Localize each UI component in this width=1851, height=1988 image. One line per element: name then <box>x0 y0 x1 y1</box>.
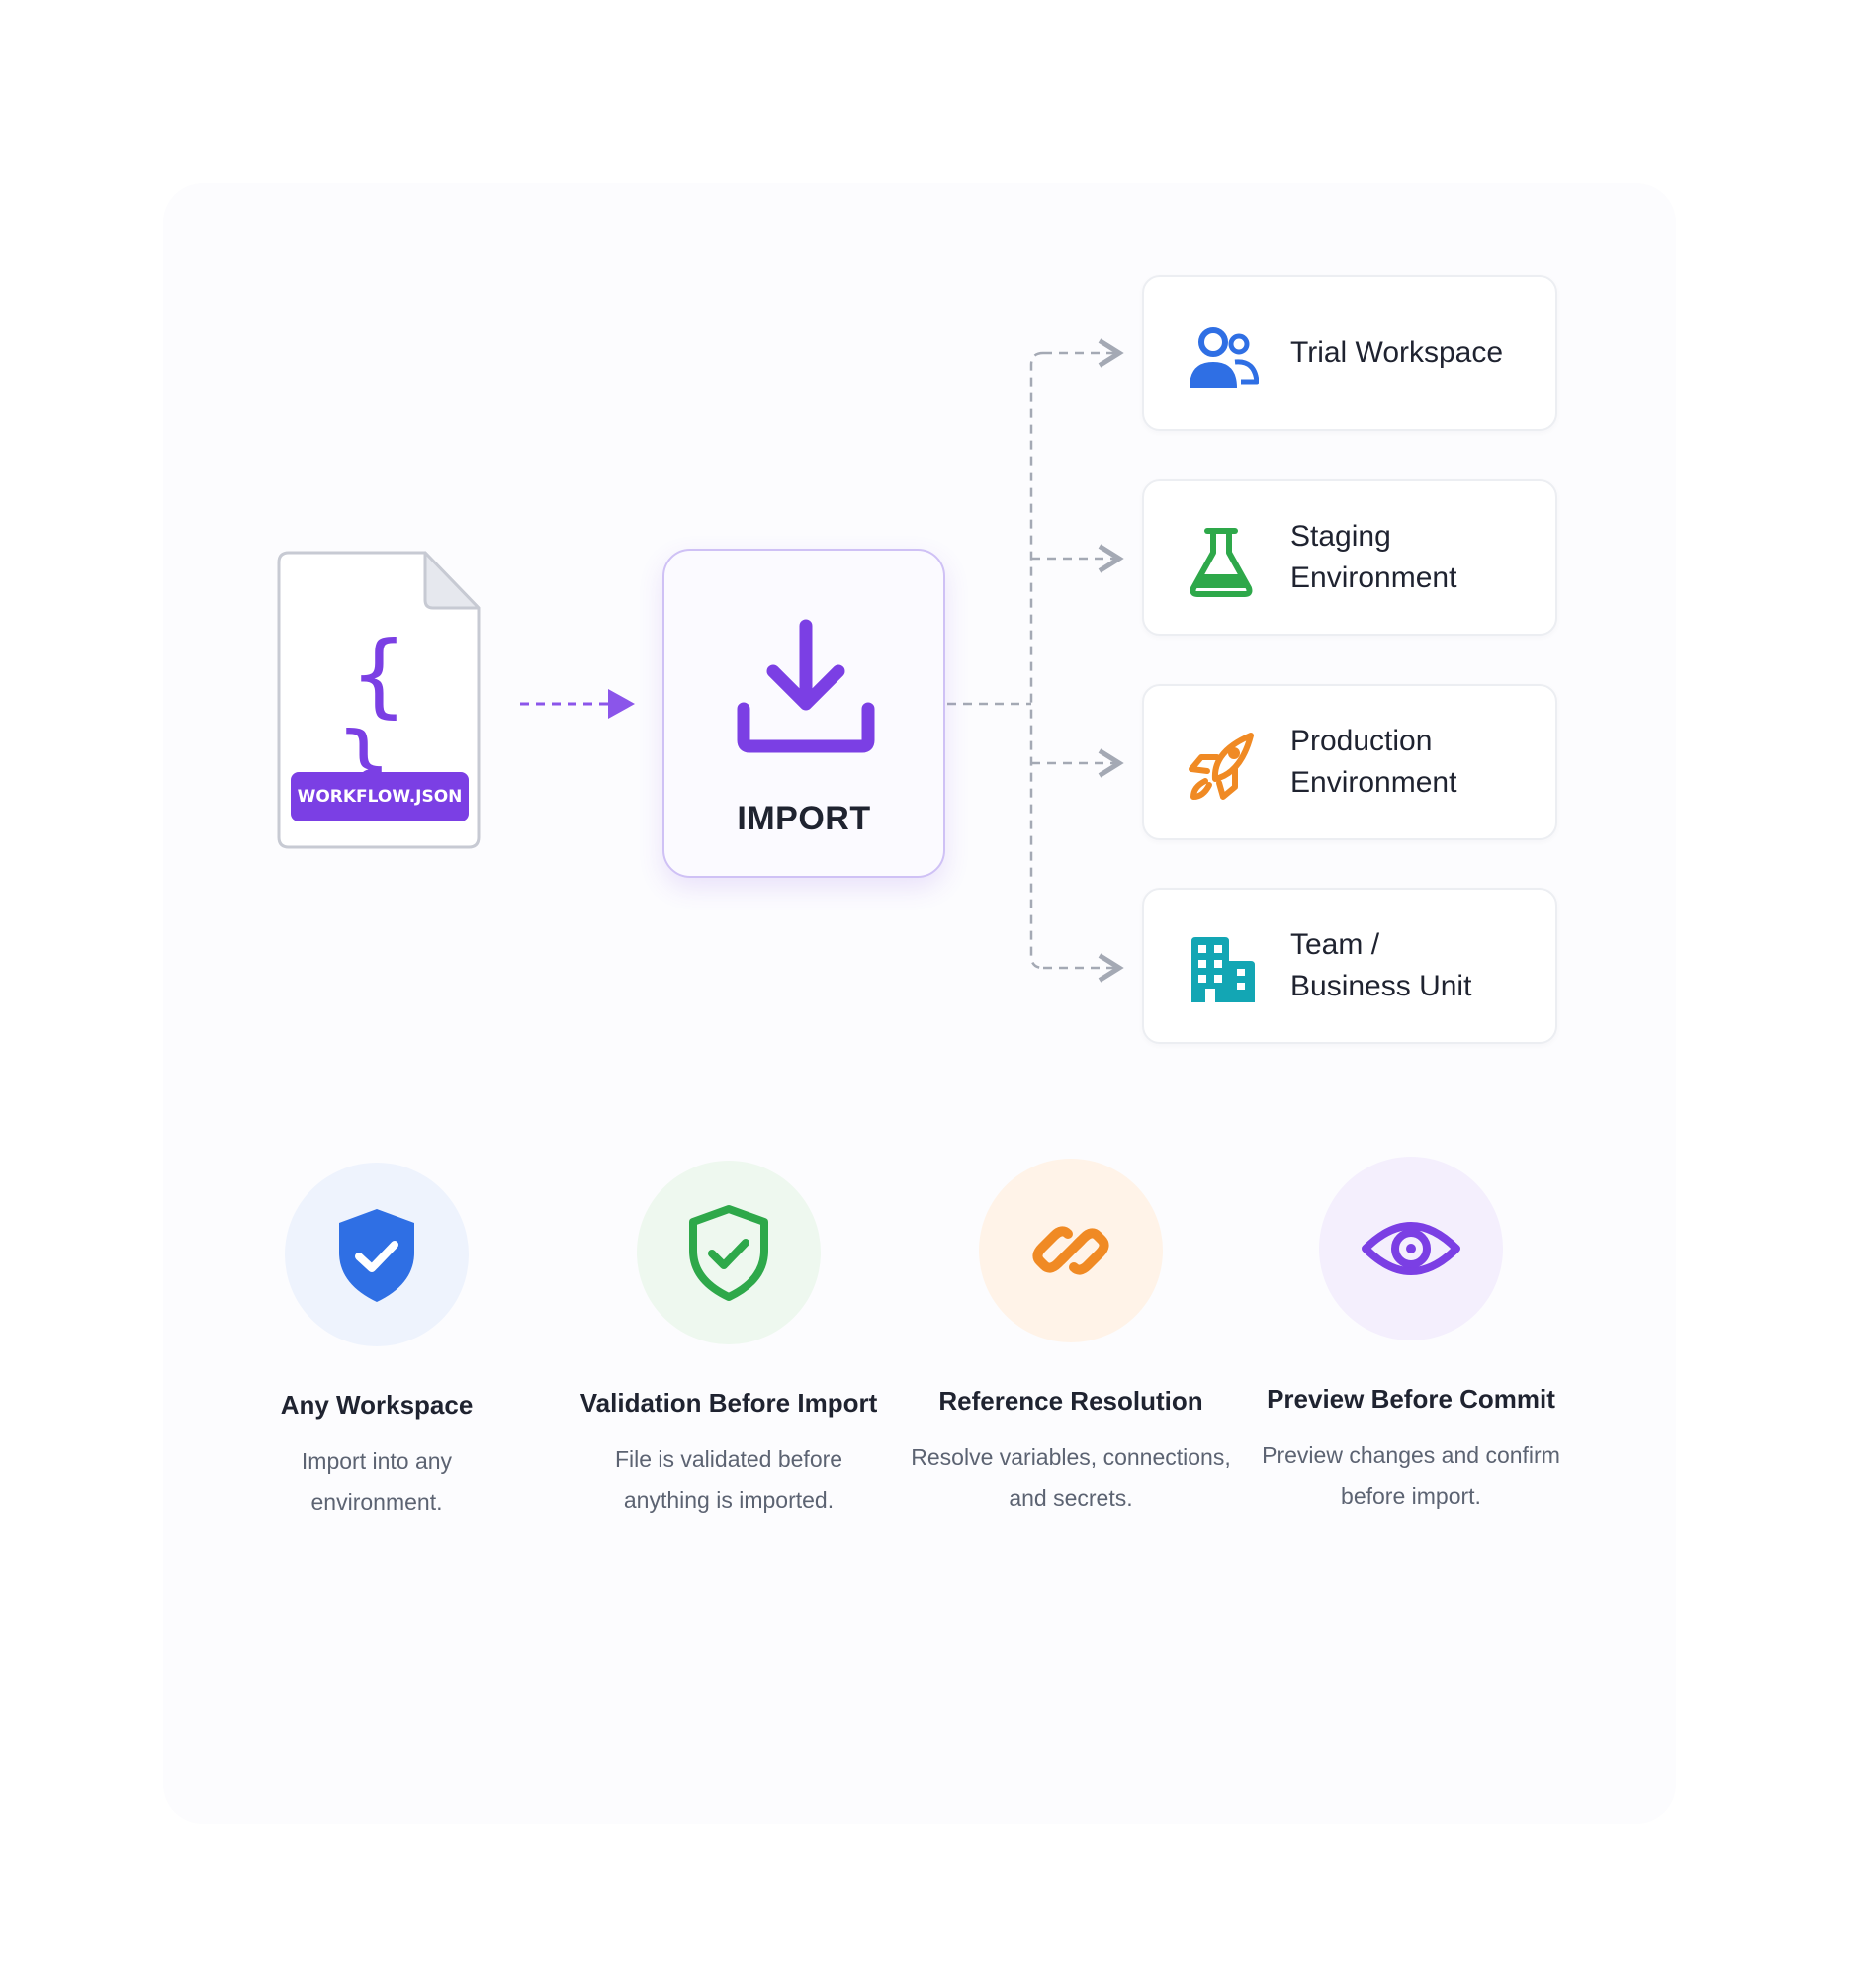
feature-title: Reference Resolution <box>938 1386 1203 1416</box>
feature-title: Validation Before Import <box>579 1388 878 1418</box>
flask-icon <box>1190 528 1253 597</box>
building-icon <box>1191 937 1255 1002</box>
eye-icon <box>1362 1222 1460 1275</box>
feature-icon-circle <box>1319 1157 1503 1340</box>
feature-icon-circle <box>637 1161 821 1344</box>
shield-check-outline-icon <box>689 1205 768 1301</box>
feature-title: Any Workspace <box>280 1390 474 1420</box>
feature-icon-circle <box>285 1163 469 1346</box>
feature-description: Resolve variables, connections,and secre… <box>911 1444 1231 1511</box>
import-label: IMPORT <box>737 800 871 837</box>
import-step: IMPORT <box>662 549 945 878</box>
target-team-business-unit: Team /Business Unit <box>1142 888 1557 1044</box>
link-icon <box>1032 1226 1109 1275</box>
download-icon <box>737 619 875 753</box>
target-trial-workspace: Trial Workspace <box>1142 275 1557 431</box>
rocket-icon <box>1189 733 1254 800</box>
feature-icon-circle <box>979 1159 1163 1342</box>
shield-check-filled-icon <box>339 1209 414 1302</box>
feature-title: Preview Before Commit <box>1267 1384 1555 1414</box>
workflow-file: { } WORKFLOW.JSON <box>277 551 481 849</box>
users-icon <box>1190 327 1259 388</box>
file-name-badge: WORKFLOW.JSON <box>291 772 469 821</box>
target-label: Trial Workspace <box>1290 336 1504 369</box>
target-label: Team /Business Unit <box>1290 928 1472 1002</box>
